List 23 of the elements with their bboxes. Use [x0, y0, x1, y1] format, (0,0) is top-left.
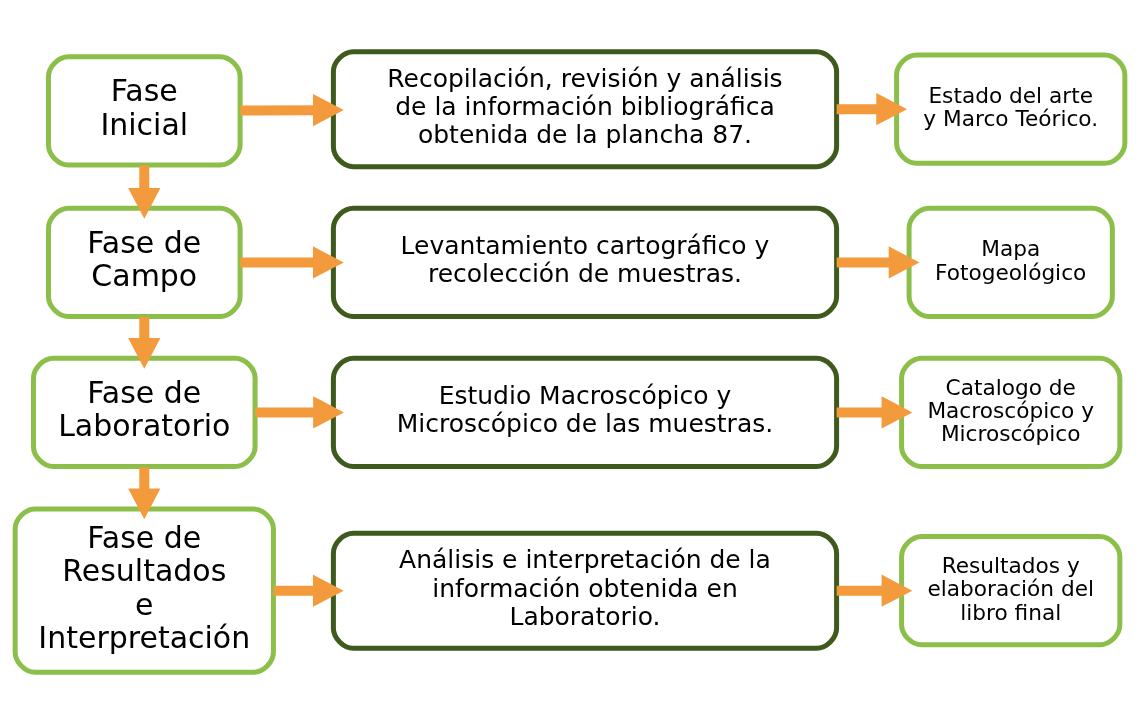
node-box: Fase de Campo	[45, 205, 243, 319]
arrow	[273, 574, 344, 607]
arrow	[128, 316, 161, 369]
arrow	[240, 245, 344, 279]
node-box: Levantamiento cartográfico y recolección de muestras.	[330, 205, 840, 319]
node-box: Mapa Fotogeológico	[906, 205, 1115, 319]
arrow	[240, 93, 344, 126]
node-box: Resultados y elaboración del libro final	[899, 533, 1123, 647]
node-box: Catalogo de Macroscópico y Microscópico	[899, 355, 1123, 469]
arrow	[128, 164, 161, 219]
node-box: Fase de Resultados e Interpretación	[12, 506, 276, 675]
node-box: Estudio Macroscópico y Microscópico de las muestras.	[330, 355, 840, 469]
arrow	[836, 574, 913, 607]
arrow	[128, 466, 161, 519]
arrow	[255, 395, 344, 429]
arrow	[836, 92, 907, 125]
node-box: Fase Inicial	[45, 53, 243, 167]
node-box: Fase de Laboratorio	[30, 355, 258, 469]
arrow	[836, 395, 913, 429]
node-box: Análisis e interpretación de la información obtenida en Laboratorio.	[330, 530, 840, 651]
node-box: Recopilación, revisión y análisis de la información bibliográfica obtenida de la plancha 87.	[330, 48, 840, 169]
node-box: Estado del arte y Marco Teórico.	[894, 52, 1128, 166]
arrow	[836, 245, 920, 279]
